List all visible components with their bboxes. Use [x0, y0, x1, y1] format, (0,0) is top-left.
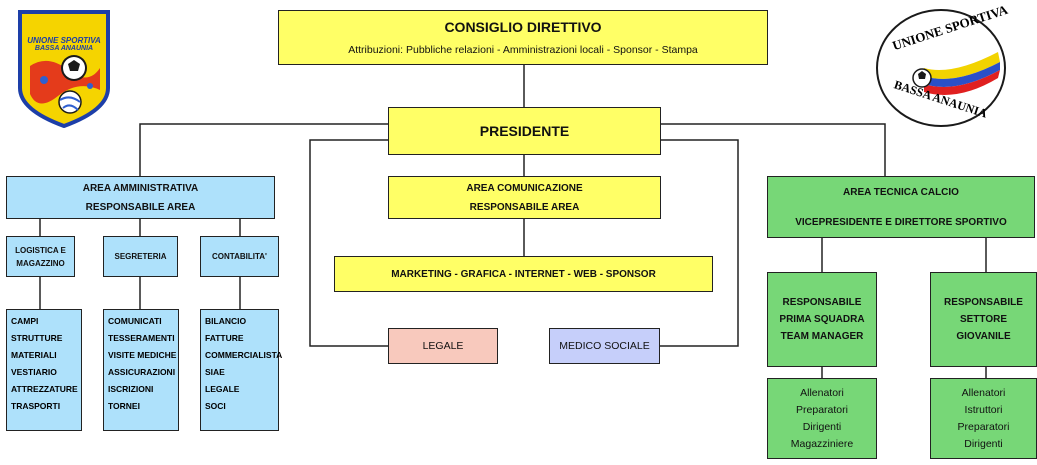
list-item: ISCRIZIONI	[108, 384, 154, 394]
presidente-title: PRESIDENTE	[479, 123, 570, 139]
prima-staff-box: Allenatori Preparatori Dirigenti Magazzi…	[767, 378, 877, 459]
list-item: ASSICURAZIONI	[108, 367, 176, 377]
logistica-list: CAMPI STRUTTURE MATERIALI VESTIARIO ATTR…	[6, 309, 82, 431]
amministrativa-line2: RESPONSABILE AREA	[85, 201, 196, 213]
list-item: BILANCIO	[205, 316, 247, 326]
comunicazione-line2: RESPONSABILE AREA	[469, 201, 580, 213]
medico-label: MEDICO SOCIALE	[559, 340, 650, 352]
list-item: COMUNICATI	[108, 316, 162, 326]
prima-line: PRIMA SQUADRA	[779, 314, 865, 325]
staff-item: Istruttori	[964, 403, 1003, 416]
staff-item: Preparatori	[957, 420, 1010, 433]
giovanile-line: SETTORE	[959, 314, 1008, 325]
giovanile-line: GIOVANILE	[956, 331, 1011, 342]
marketing-box: MARKETING - GRAFICA - INTERNET - WEB - S…	[334, 256, 713, 292]
prima-line: RESPONSABILE	[782, 297, 862, 308]
area-amministrativa-box: AREA AMMINISTRATIVA RESPONSABILE AREA	[6, 176, 275, 219]
comunicazione-line1: AREA COMUNICAZIONE	[466, 182, 583, 194]
prima-line: TEAM MANAGER	[780, 331, 864, 342]
list-item: TRASPORTI	[11, 401, 61, 411]
list-item: FATTURE	[205, 333, 244, 343]
tecnica-line1: AREA TECNICA CALCIO	[843, 186, 959, 198]
segreteria-list: COMUNICATI TESSERAMENTI VISITE MEDICHE A…	[103, 309, 179, 431]
club-round-logo: UNIONE SPORTIVA BASSA ANAUNIA	[872, 2, 1010, 130]
segreteria-box: SEGRETERIA	[103, 236, 178, 277]
medico-sociale-box: MEDICO SOCIALE	[549, 328, 660, 364]
staff-item: Preparatori	[796, 403, 848, 416]
left-logo-line1: UNIONE SPORTIVA	[27, 36, 101, 45]
contabilita-list: BILANCIO FATTURE COMMERCIALISTA SIAE LEG…	[200, 309, 283, 431]
staff-item: Allenatori	[800, 386, 844, 399]
giovanile-staff-box: Allenatori Istruttori Preparatori Dirige…	[930, 378, 1037, 459]
list-item: TORNEI	[108, 401, 140, 411]
club-shield-logo: UNIONE SPORTIVA BASSA ANAUNIA	[18, 10, 110, 129]
marketing-label: MARKETING - GRAFICA - INTERNET - WEB - S…	[391, 268, 656, 280]
list-item: SIAE	[205, 367, 225, 377]
list-item: CAMPI	[11, 316, 39, 326]
area-tecnica-box: AREA TECNICA CALCIO VICEPRESIDENTE E DIR…	[767, 176, 1035, 238]
list-item: TESSERAMENTI	[108, 333, 175, 343]
list-item: LEGALE	[205, 384, 240, 394]
prima-squadra-box: RESPONSABILE PRIMA SQUADRA TEAM MANAGER	[767, 272, 877, 367]
list-item: VESTIARIO	[11, 367, 57, 377]
staff-item: Magazziniere	[790, 437, 854, 450]
staff-item: Dirigenti	[964, 437, 1003, 450]
amministrativa-line1: AREA AMMINISTRATIVA	[82, 182, 199, 194]
list-item: SOCI	[205, 401, 226, 411]
list-item: ATTREZZATURE	[11, 384, 78, 394]
staff-item: Dirigenti	[802, 420, 842, 433]
list-item: COMMERCIALISTA	[205, 350, 283, 360]
list-item: MATERIALI	[11, 350, 57, 360]
contabilita-box: CONTABILITA'	[200, 236, 279, 277]
logistica-box: LOGISTICA E MAGAZZINO	[6, 236, 75, 277]
logistica-line1: LOGISTICA E	[15, 245, 66, 255]
giovanile-line: RESPONSABILE	[944, 297, 1023, 308]
logistica-line2: MAGAZZINO	[16, 258, 65, 268]
list-item: STRUTTURE	[11, 333, 63, 343]
presidente-box: PRESIDENTE	[388, 107, 661, 155]
segreteria-label: SEGRETERIA	[114, 252, 167, 261]
settore-giovanile-box: RESPONSABILE SETTORE GIOVANILE	[930, 272, 1037, 367]
legale-box: LEGALE	[388, 328, 498, 364]
area-comunicazione-box: AREA COMUNICAZIONE RESPONSABILE AREA	[388, 176, 661, 219]
left-logo-line2: BASSA ANAUNIA	[34, 45, 94, 52]
list-item: VISITE MEDICHE	[108, 350, 177, 360]
staff-item: Allenatori	[961, 386, 1006, 399]
consiglio-title: CONSIGLIO DIRETTIVO	[444, 19, 602, 35]
legale-label: LEGALE	[422, 340, 464, 352]
tecnica-line2: VICEPRESIDENTE E DIRETTORE SPORTIVO	[795, 216, 1007, 228]
consiglio-subtitle: Attribuzioni: Pubbliche relazioni - Ammi…	[348, 44, 698, 56]
consiglio-direttivo-box: CONSIGLIO DIRETTIVO Attribuzioni: Pubbli…	[278, 10, 768, 65]
contabilita-label: CONTABILITA'	[212, 252, 267, 261]
